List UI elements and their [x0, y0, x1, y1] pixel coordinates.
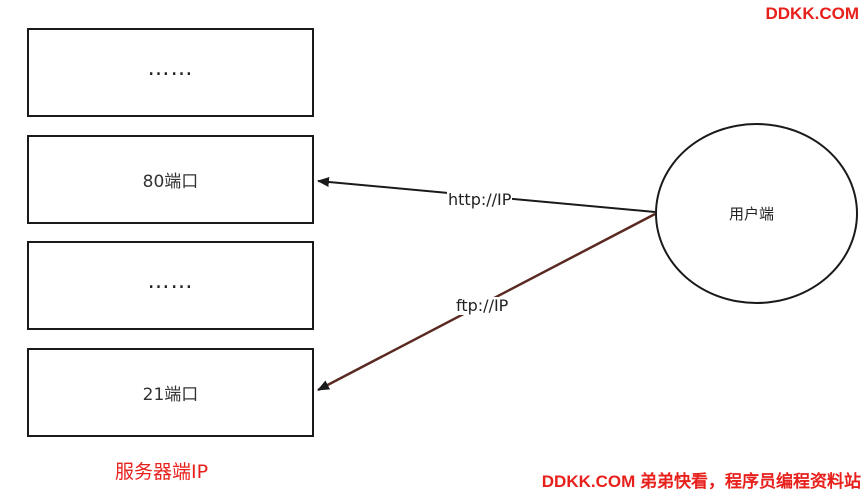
client-node: 用户端 — [655, 123, 858, 304]
slot-text: 21端口 — [142, 385, 199, 405]
watermark-bottom: DDKK.COM 弟弟快看，程序员编程资料站 — [541, 472, 861, 491]
server-slot-dots-top: …… — [27, 28, 314, 117]
server-slot-port-21: 21端口 — [27, 348, 314, 437]
slot-text: 80端口 — [142, 172, 199, 192]
server-label: 服务器端IP — [115, 461, 209, 483]
server-slot-dots-bottom: …… — [27, 241, 314, 330]
server-slot-port-80: 80端口 — [27, 135, 314, 224]
slot-text: …… — [147, 269, 194, 294]
client-label: 用户端 — [728, 205, 774, 223]
watermark-top: DDKK.COM — [765, 4, 860, 23]
edge-label-ftp: ftp://IP — [455, 296, 510, 315]
slot-text: …… — [147, 56, 194, 81]
edge-label-http: http://IP — [447, 190, 513, 209]
